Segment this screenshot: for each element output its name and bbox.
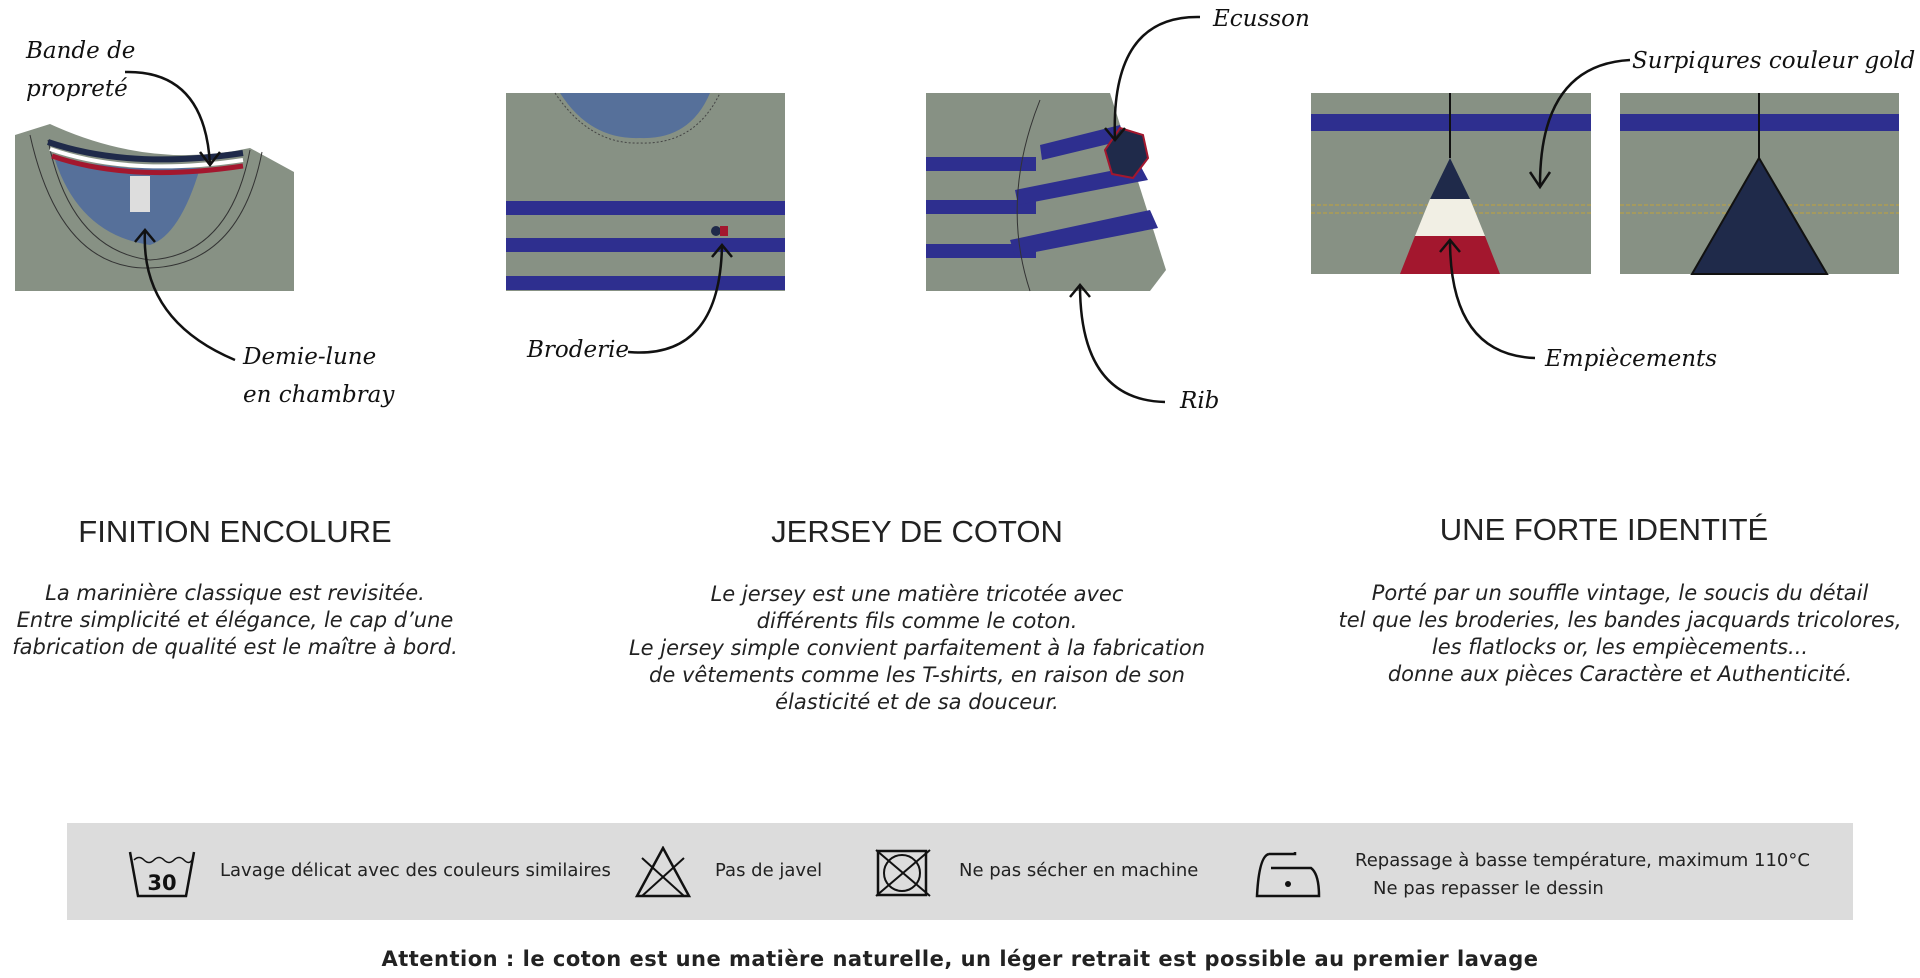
section-title-finition: FINITION ENCOLURE (78, 514, 392, 549)
jersey-illustration (506, 92, 785, 291)
sleeve-illustration (926, 93, 1166, 292)
attention-note: Attention : le coton est une matière nat… (381, 947, 1539, 971)
label-surpiqures: Surpiqures couleur gold (1632, 48, 1916, 74)
garment-illustrations (15, 15, 1899, 404)
annotation-arrows (124, 15, 1631, 404)
label-empiecements: Empiècements (1545, 346, 1718, 372)
no-bleach-icon (634, 846, 692, 898)
care-dry-text: Ne pas sécher en machine (959, 860, 1199, 881)
section-title-jersey: JERSEY DE COTON (771, 514, 1063, 549)
care-instructions-band (67, 823, 1853, 920)
section-text-identite: Porté par un souffle vintage, le soucis … (1338, 581, 1902, 686)
no-tumble-dry-icon (875, 849, 931, 897)
care-iron-text: Repassage à basse température, maximum 1… (1355, 850, 1810, 871)
care-iron-design-text: Ne pas repasser le dessin (1373, 878, 1604, 899)
neckline-illustration (15, 124, 294, 291)
wash-30-icon: 30 (128, 851, 196, 898)
label-rib: Rib (1180, 388, 1220, 414)
section-title-identite: UNE FORTE IDENTITÉ (1439, 512, 1769, 547)
navy-insert-illustration (1620, 93, 1899, 275)
care-wash-text: Lavage délicat avec des couleurs similai… (220, 860, 611, 881)
wash-temperature: 30 (147, 871, 176, 895)
iron-low-icon (1255, 852, 1321, 898)
label-ecusson: Ecusson (1213, 6, 1310, 32)
label-broderie: Broderie (527, 337, 630, 363)
care-bleach-text: Pas de javel (715, 860, 823, 881)
section-text-finition: La marinière classique est revisitée.Ent… (12, 581, 458, 659)
